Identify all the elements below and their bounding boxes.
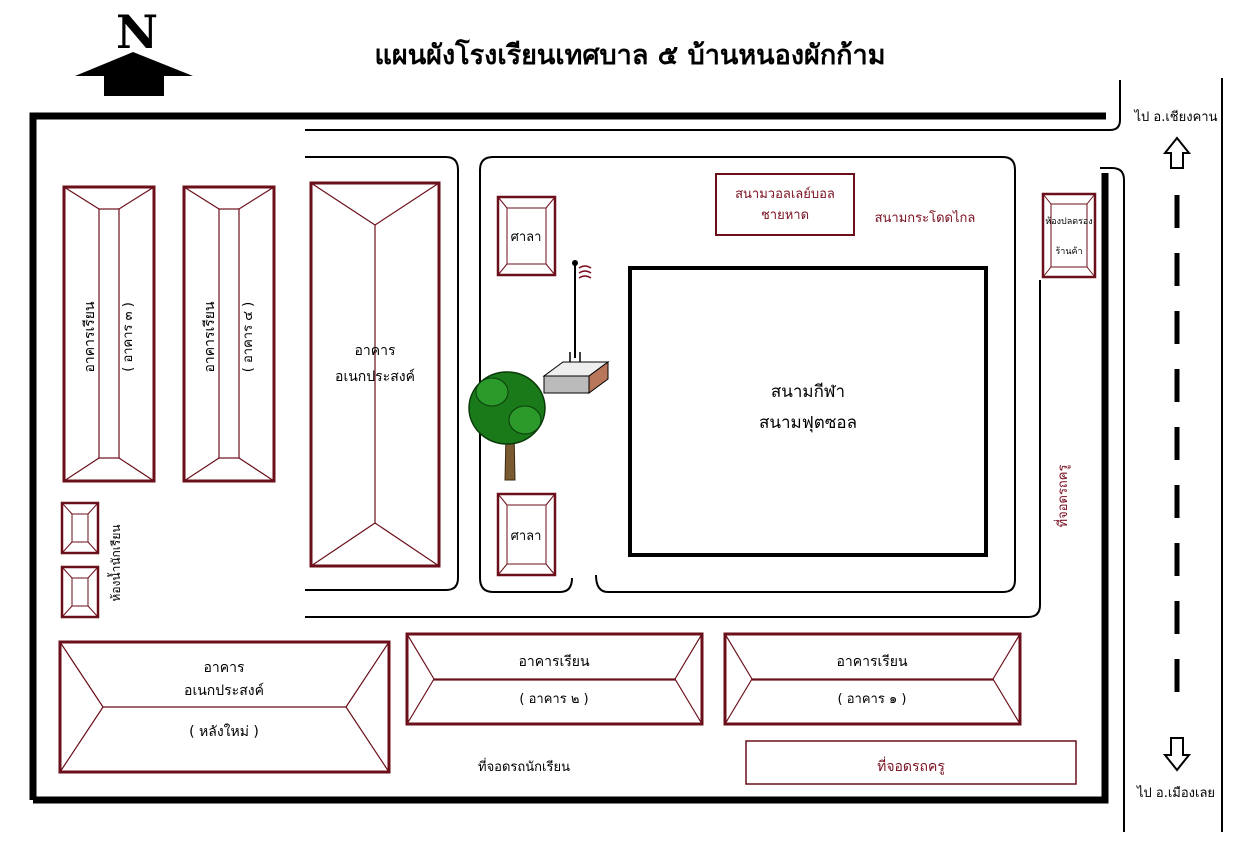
highway: ไป อ.เชียงคาน ไป อ.เมืองเลย	[1134, 78, 1223, 832]
pavilion-bottom: ศาลา	[496, 492, 557, 577]
multipurpose-new-sub: อเนกประสงค์	[184, 682, 264, 699]
pavilion-top: ศาลา	[496, 195, 557, 277]
multipurpose-building-new: อาคาร อเนกประสงค์ ( หลังใหม่ )	[58, 640, 391, 774]
building-4: อาคารเรียน ( อาคาร ๔ )	[182, 185, 276, 483]
shop-label: ร้านค้า	[1055, 246, 1082, 257]
building-4-label: อาคารเรียน	[202, 301, 218, 373]
multipurpose-new-note: ( หลังใหม่ )	[189, 723, 259, 740]
building-2: อาคารเรียน ( อาคาร ๒ )	[405, 632, 704, 726]
guard-shop: ห้องปลดรอง ร้านค้า	[1041, 192, 1097, 279]
direction-north-label: ไป อ.เชียงคาน	[1134, 109, 1218, 125]
field-sub: สนามฟุตซอล	[759, 413, 857, 433]
north-arrow-icon	[75, 52, 193, 96]
building-1: อาคารเรียน ( อาคาร ๑ )	[723, 632, 1022, 726]
volleyball-label: สนามวอลเลย์บอล	[735, 186, 835, 202]
tree-icon	[468, 371, 546, 481]
teacher-parking-side-label: ที่จอดรถครู	[1054, 464, 1071, 527]
sports-field: สนามกีฬา สนามฟุตซอล	[628, 266, 988, 557]
restroom-label: ห้องน้ำนักเรียน	[107, 524, 123, 601]
multipurpose-new-label: อาคาร	[203, 660, 244, 676]
student-parking-label: ที่จอดรถนักเรียน	[478, 758, 570, 775]
internal-roads	[305, 80, 1125, 832]
map-title: แผนผังโรงเรียนเทศบาล ๕ บ้านหนองผักก้าม	[374, 38, 885, 71]
multipurpose-building: อาคาร อเนกประสงค์	[309, 181, 441, 568]
flagpole-icon	[542, 260, 610, 394]
building-2-label: อาคารเรียน	[518, 654, 590, 670]
multipurpose-sub: อเนกประสงค์	[335, 368, 415, 385]
down-arrow-icon	[1162, 737, 1192, 772]
building-1-sub: ( อาคาร ๑ )	[838, 692, 907, 707]
long-jump-label: สนามกระโดดไกล	[875, 210, 976, 226]
student-restrooms: ห้องน้ำนักเรียน	[60, 501, 123, 619]
north-letter: N	[116, 5, 158, 59]
north-compass-icon: N	[75, 5, 193, 96]
building-3-label: อาคารเรียน	[82, 301, 98, 373]
beach-volleyball-court: สนามวอลเลย์บอล ชายหาด	[715, 173, 855, 236]
up-arrow-icon	[1162, 136, 1192, 169]
building-4-sub: ( อาคาร ๔ )	[241, 302, 256, 372]
guard-label: ห้องปลดรอง	[1045, 216, 1092, 227]
building-2-sub: ( อาคาร ๒ )	[519, 692, 588, 707]
direction-south-label: ไป อ.เมืองเลย	[1136, 785, 1215, 801]
pavilion-top-label: ศาลา	[511, 230, 542, 245]
field-label: สนามกีฬา	[771, 382, 845, 402]
building-3-sub: ( อาคาร ๓ )	[121, 302, 136, 372]
teacher-parking-label: ที่จอดรถครู	[877, 757, 945, 775]
school-boundary	[29, 112, 1109, 804]
volleyball-sub: ชายหาด	[761, 208, 809, 223]
teacher-parking: ที่จอดรถครู	[745, 740, 1077, 785]
multipurpose-label: อาคาร	[354, 343, 395, 359]
building-3: อาคารเรียน ( อาคาร ๓ )	[62, 185, 156, 483]
building-1-label: อาคารเรียน	[836, 654, 908, 670]
pavilion-bottom-label: ศาลา	[511, 529, 542, 544]
